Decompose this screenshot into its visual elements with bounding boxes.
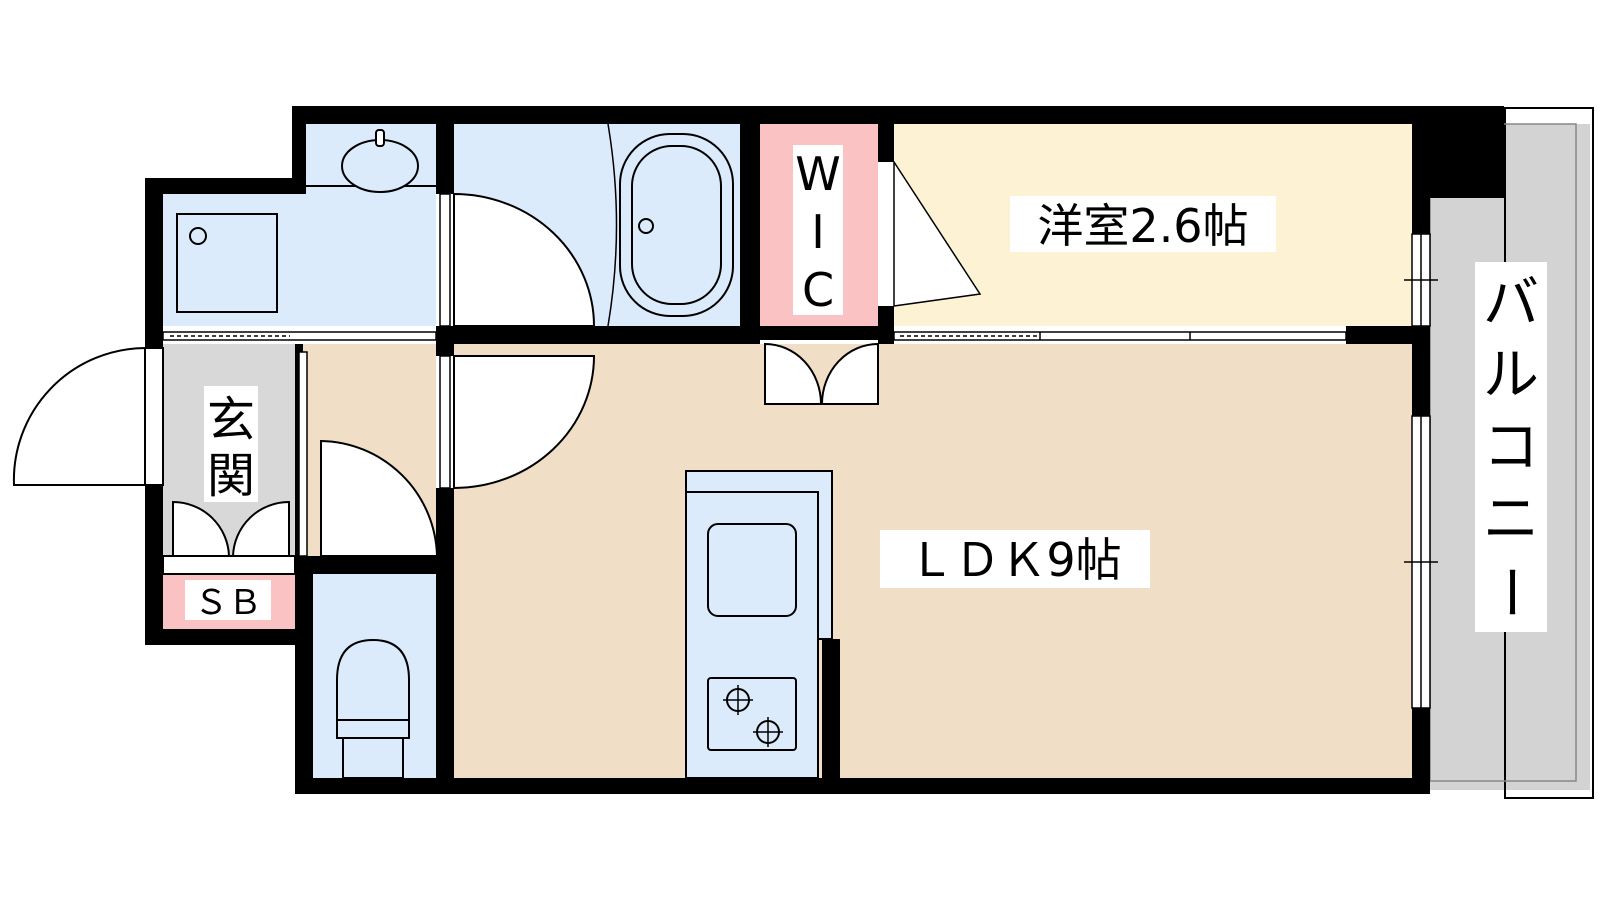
shoe-box-label: ＳＢ: [194, 583, 262, 623]
wall-wash-right: [436, 124, 454, 194]
bathtub-icon: [619, 133, 734, 317]
entrance-label-1: 玄: [207, 392, 255, 448]
wall-right-mid: [1412, 326, 1430, 416]
wall-toilet-left: [295, 556, 313, 792]
wall-bottom: [295, 778, 1425, 794]
wall-mid-horizontal-d: [1346, 326, 1430, 344]
ldk-label: ＬＤＫ9帖: [908, 533, 1121, 587]
sliding-door-western-room: [893, 331, 1347, 341]
balcony-label-4: ニ: [1483, 487, 1539, 552]
wall-wash-top-left: [145, 178, 306, 194]
wall-right-upper: [1412, 106, 1430, 234]
doors: [12, 159, 982, 575]
wall-left-lower: [145, 485, 163, 645]
wall-hall-right-lower: [436, 488, 454, 794]
wall-hall-right: [436, 326, 454, 356]
wic-door-left: [764, 342, 823, 405]
toilet-icon: [336, 638, 410, 721]
windows: [1404, 233, 1438, 709]
wall-mid-horizontal-left: [145, 326, 163, 344]
bathtub-frame: [607, 123, 618, 327]
balcony-label-1: バ: [1483, 271, 1539, 336]
entrance-door: [12, 346, 146, 486]
wall-mid-horizontal-c: [760, 326, 894, 340]
wic-door-right: [820, 342, 879, 405]
western-room-door: [893, 159, 982, 307]
washroom-floor-lower: [163, 194, 436, 326]
wall-sb-bottom: [145, 629, 313, 645]
washing-machine-icon: [176, 213, 278, 313]
sliding-door-washroom: [162, 331, 437, 341]
wic-label-c: C: [802, 263, 834, 317]
entrance-label-2: 関: [207, 448, 255, 504]
wall-wash-left-upper: [292, 106, 306, 194]
fixtures: [176, 123, 833, 790]
balcony-label-3: コ: [1483, 415, 1539, 480]
wall-top: [292, 106, 1424, 124]
washbasin-icon: [341, 139, 419, 193]
wall-wic-right-lower: [878, 306, 894, 344]
wall-kitchen-partition: [822, 639, 840, 778]
kitchen-counter-body: [685, 491, 819, 779]
ldk-door: [453, 355, 596, 490]
sliding-doors: [162, 331, 1347, 341]
wall-bath-right: [740, 124, 760, 344]
balcony-label-2: ル: [1483, 343, 1539, 408]
room-labels: W I C 洋室2.6帖 ＬＤＫ9帖 玄 関 ＳＢ バ ル コ ニ ー: [185, 145, 1547, 632]
wall-toilet-top: [295, 556, 454, 574]
toilet-floor: [313, 574, 436, 778]
stove-icon: [707, 677, 797, 751]
bathroom-door: [453, 192, 596, 327]
wic-label-i: I: [811, 205, 825, 259]
western-room-label: 洋室2.6帖: [1037, 199, 1248, 253]
sink-icon: [707, 523, 797, 617]
wall-mid-horizontal-b: [454, 326, 760, 344]
wall-right-lower: [1412, 708, 1430, 794]
toilet-door: [320, 439, 439, 557]
balcony-label-5: ー: [1477, 564, 1542, 620]
wic-label-w: W: [795, 147, 840, 201]
wall-left: [145, 178, 163, 348]
walls: [145, 106, 1504, 794]
wall-wic-right: [878, 124, 894, 162]
